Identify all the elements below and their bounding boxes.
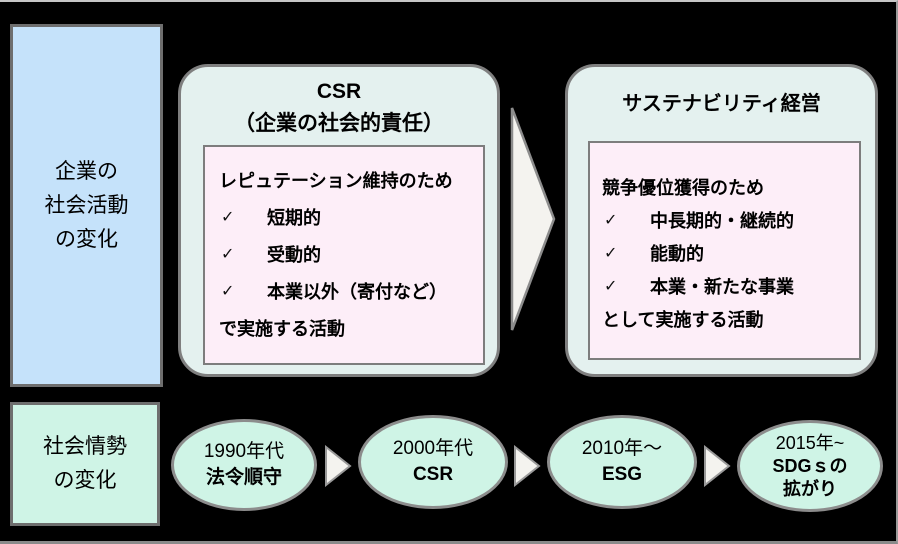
timeline-node-2010s: 2010年～ ESG — [547, 415, 697, 509]
csr-title: CSR （企業の社会的責任） — [181, 67, 497, 140]
sustainability-item-label: 中長期的・継続的 — [650, 210, 794, 231]
timeline-label: ESG — [601, 464, 643, 485]
check-icon: ✓ — [221, 245, 235, 263]
csr-group-box: CSR （企業の社会的責任） レピュテーション維持のため ✓ 短期的 ✓ 受動的… — [178, 64, 500, 377]
timeline-node-2000s: 2000年代 CSR — [358, 415, 508, 509]
timeline-era: 2010年～ — [581, 438, 663, 459]
csr-item-label: 受動的 — [267, 244, 321, 265]
check-icon: ✓ — [221, 282, 235, 300]
row-label-corporate-activity: 企業の 社会活動 の変化 — [10, 24, 163, 387]
sustainability-group-box: サステナビリティ経営 競争優位獲得のため ✓ 中長期的・継続的 ✓ 能動的 ✓ … — [565, 64, 878, 377]
csr-inner-box: レピュテーション維持のため ✓ 短期的 ✓ 受動的 ✓ 本業以外（寄付など） で… — [203, 145, 485, 365]
check-icon: ✓ — [221, 208, 235, 226]
timeline-label: CSR — [412, 464, 454, 485]
csr-item: ✓ 受動的 — [219, 235, 471, 272]
check-icon: ✓ — [604, 277, 618, 295]
timeline-node-1990s: 1990年代 法令順守 — [171, 419, 317, 511]
csr-item: ✓ 短期的 — [219, 198, 471, 235]
csr-title-line2: （企業の社会的責任） — [234, 112, 444, 135]
sustainability-item: ✓ 中長期的・継続的 — [602, 203, 849, 236]
timeline-arrow-icon — [513, 445, 541, 487]
timeline-era: 2015年~ — [775, 432, 845, 453]
row-label-line: 企業の — [55, 159, 118, 183]
sustainability-title: サステナビリティ経営 — [622, 93, 821, 115]
check-icon: ✓ — [604, 244, 618, 262]
check-icon: ✓ — [604, 211, 618, 229]
sustainability-inner-box: 競争優位獲得のため ✓ 中長期的・継続的 ✓ 能動的 ✓ 本業・新たな事業 とし… — [588, 141, 861, 360]
transition-arrow-icon — [509, 104, 557, 334]
timeline-era: 2000年代 — [392, 438, 474, 459]
timeline-label: 拡がり — [783, 478, 837, 499]
timeline-node-2015: 2015年~ SDGｓの 拡がり — [737, 420, 883, 512]
timeline-label: SDGｓの — [772, 455, 848, 476]
sustainability-item: ✓ 能動的 — [602, 236, 849, 269]
csr-lead: レピュテーション維持のため — [219, 170, 453, 191]
row-label-social-trend: 社会情勢 の変化 — [10, 402, 160, 526]
sustainability-item-label: 本業・新たな事業 — [650, 276, 794, 297]
row-label-line: 社会情勢 — [43, 435, 127, 458]
row-label-line: の変化 — [55, 227, 118, 251]
csr-item: ✓ 本業以外（寄付など） — [219, 272, 471, 309]
row-label-line: 社会活動 — [44, 193, 129, 217]
timeline-label: 法令順守 — [205, 467, 282, 488]
sustainability-item: ✓ 本業・新たな事業 — [602, 269, 849, 302]
timeline-arrow-icon — [703, 445, 731, 487]
sustainability-item-label: 能動的 — [650, 243, 704, 264]
row-label-line: の変化 — [53, 469, 117, 492]
csr-item-label: 短期的 — [267, 207, 321, 228]
csr-title-line1: CSR — [316, 80, 362, 103]
csr-tail: で実施する活動 — [219, 318, 345, 339]
sustainability-lead: 競争優位獲得のため — [602, 177, 764, 198]
timeline-arrow-icon — [324, 445, 352, 487]
sustainability-tail: として実施する活動 — [602, 309, 764, 330]
timeline-era: 1990年代 — [203, 441, 285, 462]
csr-item-label: 本業以外（寄付など） — [267, 281, 447, 302]
